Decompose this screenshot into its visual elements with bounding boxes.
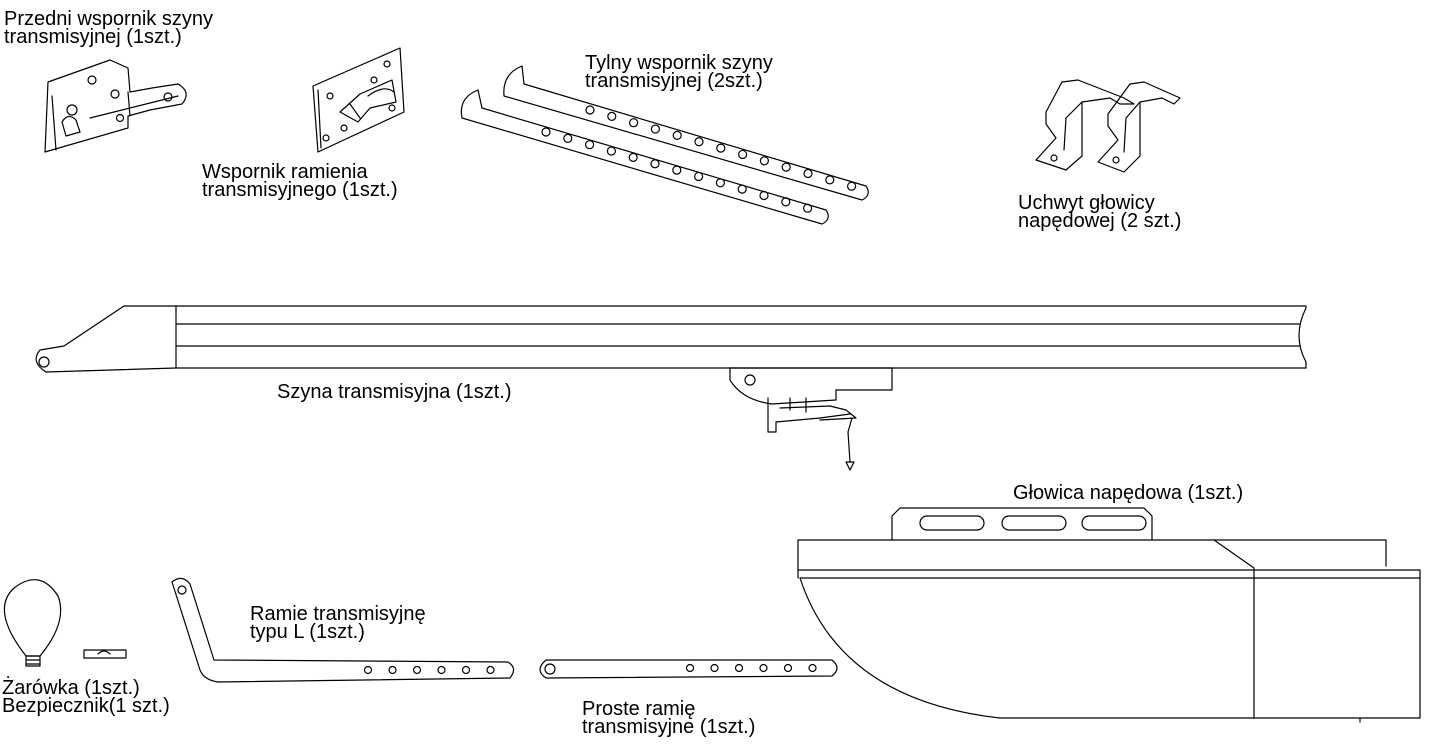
hole bbox=[694, 137, 704, 147]
hole bbox=[412, 665, 422, 675]
hole bbox=[693, 171, 704, 182]
drive-head-label: Głowica napędowa (1szt.) bbox=[1013, 482, 1244, 504]
hole bbox=[781, 162, 791, 172]
l-arm-drawing bbox=[171, 577, 515, 683]
hole bbox=[737, 149, 748, 160]
rail-drawing bbox=[35, 305, 1307, 471]
hole bbox=[716, 143, 726, 153]
hole bbox=[715, 178, 726, 188]
hole bbox=[759, 156, 770, 166]
hole bbox=[783, 663, 793, 673]
hole bbox=[584, 140, 595, 150]
hole bbox=[628, 152, 638, 162]
hole bbox=[672, 130, 682, 140]
head-holder-label: Uchwyt głowicy napędowej (2 szt.) bbox=[1018, 192, 1182, 232]
drive-head-drawing bbox=[797, 507, 1421, 723]
hole bbox=[759, 190, 769, 201]
hole bbox=[825, 175, 835, 185]
arm-bracket-drawing bbox=[312, 47, 405, 153]
hole bbox=[846, 181, 857, 191]
hole bbox=[737, 184, 747, 194]
rear-bracket-label: Tylny wspornik szyny transmisyjnej (2szt… bbox=[585, 52, 773, 92]
front-bracket-label: Przedni wspornik szyny transmisyjnej (1s… bbox=[4, 8, 213, 48]
hole bbox=[486, 665, 495, 675]
l-arm-label: Ramie transmisyjnę typu L (1szt.) bbox=[250, 603, 426, 643]
hole bbox=[672, 165, 682, 175]
hole bbox=[710, 663, 719, 673]
straight-arm-label: Proste ramię transmisyjne (1szt.) bbox=[582, 698, 756, 738]
hole bbox=[606, 146, 617, 156]
hole bbox=[781, 197, 791, 207]
hole bbox=[563, 133, 573, 143]
hole bbox=[628, 118, 639, 128]
hole bbox=[802, 203, 813, 213]
arm-bracket-label: Wspornik ramienia transmisyjnego (1szt.) bbox=[202, 161, 398, 201]
hole bbox=[759, 663, 768, 673]
straight-arm-drawing bbox=[539, 659, 838, 679]
hole bbox=[541, 127, 551, 137]
bulb-fuse-label: Żarówka (1szt.) Bezpiecznik(1 szt.) bbox=[2, 677, 170, 717]
head-holder-drawing bbox=[1035, 79, 1181, 173]
hole bbox=[437, 665, 446, 675]
hole bbox=[808, 663, 817, 673]
hole bbox=[607, 111, 617, 121]
front-bracket-drawing bbox=[44, 59, 187, 153]
rear-bracket-drawing bbox=[460, 65, 869, 225]
hole bbox=[650, 124, 661, 134]
hole bbox=[461, 665, 471, 675]
rail-label: Szyna transmisyjna (1szt.) bbox=[277, 381, 512, 403]
hole bbox=[650, 159, 660, 169]
hole bbox=[363, 665, 373, 675]
hole bbox=[803, 168, 813, 179]
hole bbox=[585, 105, 595, 115]
hole bbox=[734, 663, 744, 673]
bulb-fuse-drawing bbox=[3, 579, 127, 667]
hole bbox=[388, 665, 397, 675]
hole bbox=[685, 663, 695, 673]
